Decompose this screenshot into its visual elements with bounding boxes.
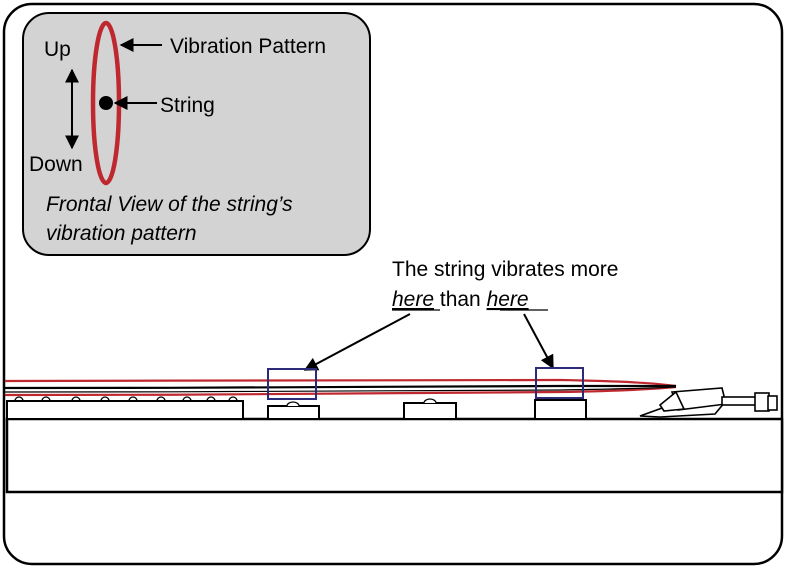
vibration-envelope-lower xyxy=(4,385,677,397)
string-dot xyxy=(99,96,113,110)
bridge-2-knob xyxy=(423,398,437,404)
pointer-arrow-right xyxy=(523,313,554,370)
bridge-1 xyxy=(267,405,320,420)
caption-line-1: Frontal View of the string’s xyxy=(46,193,293,216)
fret-marker xyxy=(14,396,24,402)
highlight-box-right xyxy=(535,367,584,399)
down-label: Down xyxy=(29,153,83,176)
bridge-2 xyxy=(403,402,457,420)
highlight-box-left xyxy=(267,368,317,400)
instrument xyxy=(5,387,784,494)
vibration-pattern-label: Vibration Pattern xyxy=(170,35,326,58)
fret-markers xyxy=(14,396,238,402)
than-word: than xyxy=(434,288,487,311)
inset-panel xyxy=(22,12,371,256)
caption-line-2: vibration pattern xyxy=(46,222,197,245)
instrument-body xyxy=(5,417,784,494)
bridge-1-knob xyxy=(286,401,300,407)
fret-marker xyxy=(182,396,192,402)
string-envelope xyxy=(4,378,677,397)
here-right-word: here xyxy=(487,288,529,311)
fret-marker xyxy=(128,396,138,402)
fret-marker xyxy=(228,396,238,402)
fret-board xyxy=(6,400,244,420)
fret-marker xyxy=(156,396,166,402)
annotation-line-2: here than here xyxy=(392,288,529,311)
up-label: Up xyxy=(44,38,71,61)
fret-marker xyxy=(206,396,216,402)
peg-cap xyxy=(754,392,770,412)
frontal-view-inset: Up Down Vibration Pattern String Frontal… xyxy=(22,12,371,256)
bridge-3 xyxy=(534,399,587,420)
string-line xyxy=(4,384,676,390)
fret-marker xyxy=(100,396,110,402)
peg-rod xyxy=(721,396,757,406)
fret-marker xyxy=(71,396,81,402)
annotation-line-1: The string vibrates more xyxy=(392,258,618,281)
vibration-envelope-upper xyxy=(4,378,677,388)
here-left-word: here xyxy=(392,288,434,311)
fret-marker xyxy=(41,396,51,402)
string-label: String xyxy=(160,94,215,117)
tuning-peg xyxy=(639,387,778,418)
peg-end xyxy=(767,395,778,411)
peg-wedge xyxy=(658,390,686,412)
pointer-arrow-left xyxy=(303,313,411,371)
string-line-shadow xyxy=(4,386,677,393)
